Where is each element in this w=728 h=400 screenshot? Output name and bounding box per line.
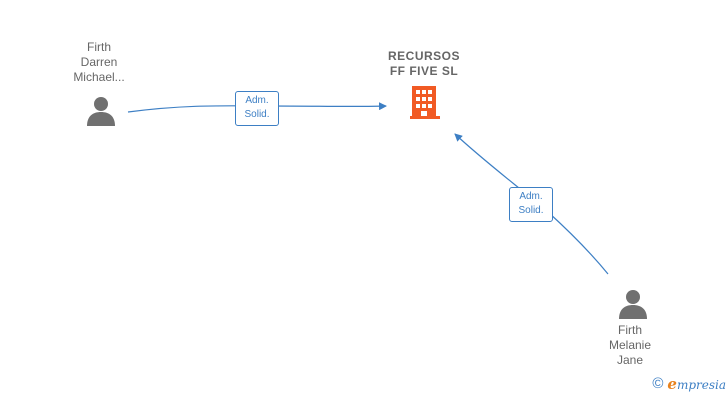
empresia-watermark: © empresia: [652, 374, 726, 394]
company-label[interactable]: RECURSOS FF FIVE SL: [387, 49, 460, 78]
person-icon[interactable]: [87, 97, 115, 126]
edge-label-melanie: Adm. Solid.: [509, 187, 553, 222]
company-building-icon[interactable]: [410, 86, 440, 119]
person-icon[interactable]: [619, 290, 647, 319]
copyright-icon: ©: [652, 375, 664, 392]
edge-label-darren: Adm. Solid.: [235, 91, 279, 126]
brand-logo: empresia: [667, 375, 726, 393]
person-label-darren[interactable]: Firth Darren Michael...: [73, 40, 125, 84]
person-label-melanie[interactable]: Firth Melanie Jane: [608, 323, 652, 367]
